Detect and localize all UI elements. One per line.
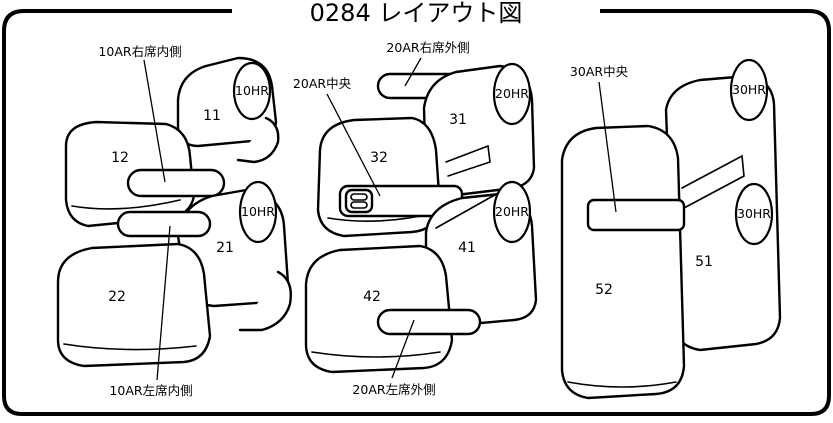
seat-31-panel [445,144,491,177]
seat-22-seam [63,343,197,351]
seat-21-side [238,270,292,332]
headrest-10hr-top-label: 10HR [235,83,269,98]
leader-20ar-center [326,93,381,197]
seat-41-rail [435,191,501,229]
headrest-20hr-top-label: 20HR [495,86,529,101]
headrest-20hr-mid-label: 20HR [495,204,529,219]
seat-51-backrest [664,74,782,352]
leader-30ar-center [598,81,617,213]
callout-labels: 10AR右席内側 10AR左席内側 20AR右席外側 20AR中央 20AR左席… [98,40,628,398]
callout-30ar-center: 30AR中央 [570,64,629,79]
callout-10ar-right-inner: 10AR右席内側 [98,44,181,59]
leader-10ar-right [143,59,166,183]
headrest-30hr-mid [734,182,774,246]
seat-numbers: 11 12 21 22 31 32 41 42 51 52 [108,108,713,305]
seat-number-11: 11 [203,108,221,124]
callout-10ar-left-inner: 10AR左席内側 [109,383,192,398]
seat-12-seam [71,199,181,210]
cup-holder-inner-2 [350,201,368,209]
diagram-title: 0284 レイアウト図 [310,0,523,27]
seat-number-52: 52 [595,282,613,298]
seat-52-cushion [560,124,686,400]
seat-number-12: 12 [111,150,129,166]
headrest-10hr-top [232,61,272,121]
headrest-30hr-mid-label: 30HR [737,206,771,221]
seat-52-seam [567,381,677,388]
cup-holder-inner [350,193,368,201]
seat-group-2 [304,64,538,374]
armrest-10ar-right [126,168,226,198]
callout-20ar-center: 20AR中央 [293,76,352,91]
seat-number-22: 22 [108,289,126,305]
headrest-20hr-mid [492,180,532,244]
seat-42-cushion [304,244,454,374]
leader-10ar-left [156,225,171,381]
seat-32-cushion [316,116,442,238]
callout-20ar-left-outer: 20AR左席外側 [352,382,435,397]
armrest-10ar-left [116,210,212,238]
seat-number-42: 42 [363,289,381,305]
seat-number-32: 32 [370,150,388,166]
seat-51-panel [681,154,745,209]
leader-lines [143,57,617,381]
cup-holder [344,188,374,214]
seat-number-41: 41 [458,240,476,256]
leader-20ar-right-outer [404,57,422,87]
seat-22-cushion [56,242,212,368]
headrest-30hr-top-label: 30HR [732,82,766,97]
headrest-30hr-top [729,58,769,122]
headrest-10hr-mid [238,180,278,244]
seat-number-21: 21 [216,240,234,256]
leader-20ar-left-outer [391,319,415,379]
seat-group-3 [560,74,782,400]
callout-20ar-right-outer: 20AR右席外側 [386,40,469,55]
headrest-10hr-mid-label: 10HR [241,204,275,219]
headrest-20hr-top [492,62,532,126]
seat-number-51: 51 [695,254,713,270]
seat-number-31: 31 [449,112,467,128]
armrest-30ar-center [586,198,686,232]
headrests: 10HR 10HR 20HR 20HR 30HR 30HR [232,58,774,246]
seat-11-side [236,116,280,164]
armrest-20ar-left-outer [376,308,482,336]
seat-42-seam [311,351,441,358]
frame-border [2,9,831,416]
